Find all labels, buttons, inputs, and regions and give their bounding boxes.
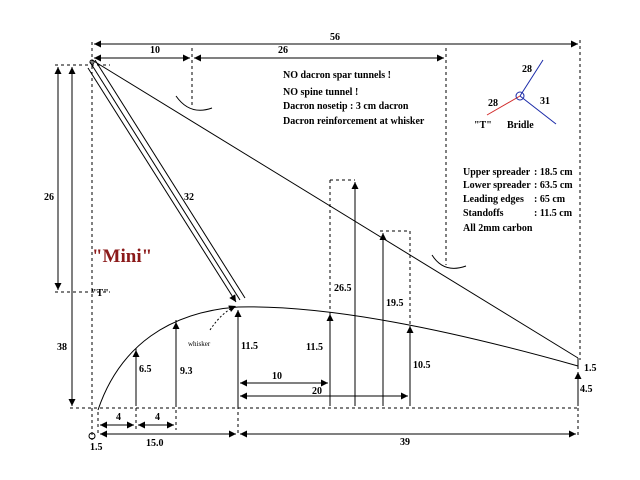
bridle-t-label: "T" (474, 120, 492, 131)
whisker-leader (209, 305, 237, 331)
dim-bot-39: 39 (400, 437, 410, 448)
spec-label: Leading edges (463, 194, 524, 205)
dim-bot-4b: 4 (155, 412, 160, 423)
note-line: NO spine tunnel ! (283, 87, 358, 98)
dim-tip-lower: 4.5 (580, 384, 593, 395)
spec-label: Lower spreader (463, 180, 531, 191)
sail-outline (91, 59, 579, 411)
dim-left-lower: 38 (57, 342, 67, 353)
dim-diagonal: 32 (184, 192, 194, 203)
spar (87, 59, 246, 303)
dimension-labels: 56 10 26 26 38 32 6.5 9.3 11.5 11.5 26.5… (44, 32, 597, 453)
whisker-label: whisker (188, 340, 211, 348)
construction-notes: NO dacron spar tunnels ! NO spine tunnel… (283, 70, 425, 127)
dim-top-right: 26 (278, 45, 288, 56)
spec-list: Upper spreader : 18.5 cm Lower spreader … (463, 167, 573, 234)
lower-curve (97, 306, 239, 411)
dim-curve-h1: 6.5 (139, 364, 152, 375)
spec-label: Upper spreader (463, 167, 531, 178)
spec-value: : 63.5 cm (534, 180, 573, 191)
dim-standoff: 11.5 (241, 341, 258, 352)
spec-label: Standoffs (463, 208, 504, 219)
bridle-left-length: 28 (488, 98, 498, 109)
dim-bot-15: 15.0 (146, 438, 164, 449)
note-line: Dacron reinforcement at whisker (283, 116, 425, 127)
dim-mid-h2: 26.5 (334, 283, 352, 294)
reinforcement-lower (431, 254, 467, 269)
dim-mid-h3: 19.5 (386, 298, 404, 309)
bridle-label: Bridle (507, 120, 534, 131)
note-line: Dacron nosetip : 3 cm dacron (283, 101, 409, 112)
leading-edge (91, 59, 579, 359)
spec-label: All 2mm carbon (463, 223, 533, 234)
bridle-sketch (486, 59, 557, 125)
reinforcement-upper (175, 95, 213, 111)
trailing-edge (237, 306, 579, 367)
dim-mid-h4: 10.5 (413, 360, 431, 371)
bridle-right-length: 31 (540, 96, 550, 107)
dim-bot-15b: 1.5 (90, 442, 103, 453)
dim-mid-h1: 11.5 (306, 342, 323, 353)
guide-lines (55, 40, 581, 440)
dim-bot-4a: 4 (116, 412, 121, 423)
bridle-top-length: 28 (522, 64, 532, 75)
spec-value: : 11.5 cm (534, 208, 573, 219)
base-point (88, 432, 96, 440)
kite-title: "Mini" (92, 246, 152, 267)
note-line: NO dacron spar tunnels ! (283, 70, 391, 81)
dim-top-total: 56 (330, 32, 340, 43)
dim-base-20: 20 (312, 386, 322, 397)
dim-curve-h2: 9.3 (180, 366, 193, 377)
spec-value: : 18.5 cm (534, 167, 573, 178)
dim-base-10: 10 (272, 371, 282, 382)
bridle-labels: 28 28 31 "T" Bridle (474, 64, 550, 131)
dim-tip-upper: 1.5 (584, 363, 597, 374)
dim-top-left: 10 (150, 45, 160, 56)
dimension-arrows (54, 40, 582, 438)
t-point-label: "T" (91, 288, 109, 299)
dim-left-upper: 26 (44, 192, 54, 203)
spec-value: : 65 cm (534, 194, 566, 205)
